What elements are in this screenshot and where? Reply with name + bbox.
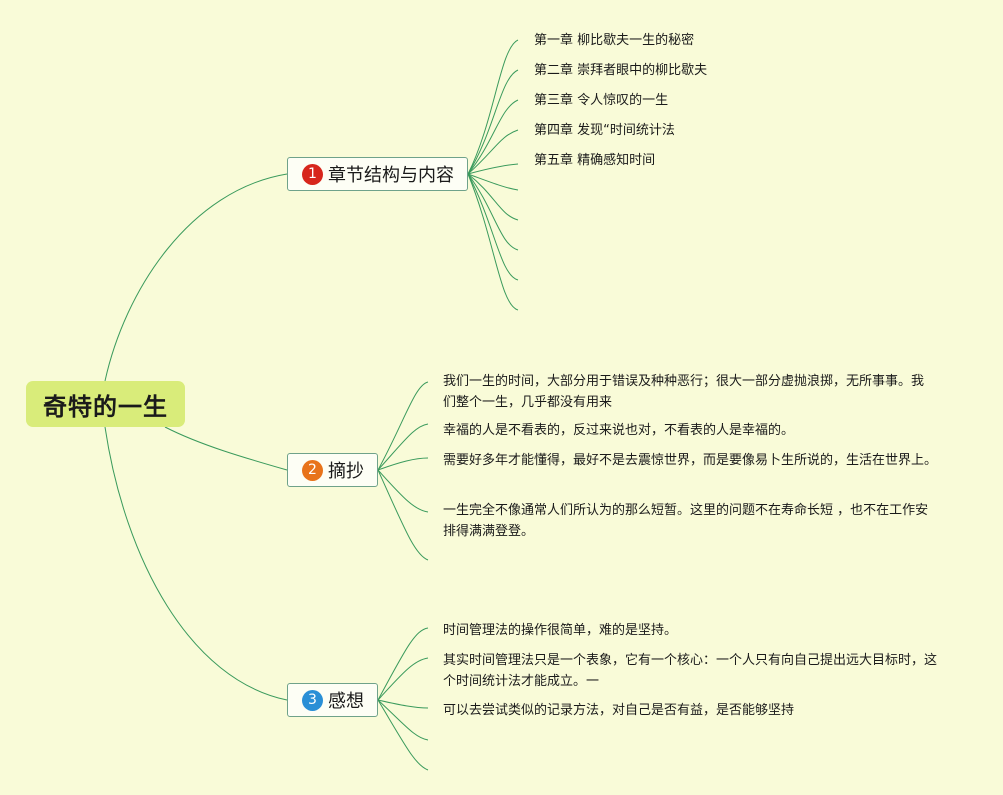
link-root-branch-1 <box>104 173 288 382</box>
link-b2-leaf-3 <box>377 457 429 471</box>
leaf-topic[interactable]: 幸福的人是不看表的，反过来说也对，不看表的人是幸福的。 <box>443 423 795 438</box>
link-b3-leaf-2 <box>377 657 429 701</box>
branch-topic-label: 感想 <box>328 691 364 712</box>
link-b2-leaf-1 <box>377 381 429 471</box>
link-b1-empty-3 <box>467 173 519 251</box>
link-b1-leaf-2 <box>467 69 519 175</box>
leaf-topic[interactable]: 第二章 崇拜者眼中的柳比歇夫 <box>534 63 708 78</box>
link-root-branch-3 <box>104 426 288 701</box>
leaf-topic[interactable]: 其实时间管理法只是一个表象，它有一个核心：一个人只有向自己提出远大目标时，这个时… <box>443 653 938 689</box>
link-b3-leaf-3 <box>377 699 429 709</box>
leaf-topic[interactable]: 第五章 精确感知时间 <box>534 153 656 168</box>
leaf-topic[interactable]: 时间管理法的操作很简单，难的是坚持。 <box>443 623 678 638</box>
root-topic[interactable]: 奇特的一生 <box>26 381 185 427</box>
leaf-topic[interactable]: 一生完全不像通常人们所认为的那么短暂。这里的问题不在寿命长短 ，也不在工作安排得… <box>443 503 929 539</box>
leaf-topic[interactable]: 我们一生的时间，大部分用于错误及种种恶行；很大一部分虚抛浪掷，无所事事。我们整个… <box>443 374 925 410</box>
link-b1-leaf-4 <box>467 129 519 175</box>
branch-topic-label: 章节结构与内容 <box>328 165 454 186</box>
number-badge-icon: 1 <box>302 163 323 185</box>
leaf-topic[interactable]: 第一章 柳比歇夫一生的秘密 <box>534 33 695 48</box>
link-b1-leaf-3 <box>467 99 519 175</box>
link-b2-leaf-2 <box>377 423 429 471</box>
leaf-topic[interactable]: 可以去尝试类似的记录方法，对自己是否有益，是否能够坚持 <box>443 703 795 718</box>
leaf-topic[interactable]: 需要好多年才能懂得，最好不是去震惊世界，而是要像易卜生所说的，生活在世界上。 <box>443 453 938 468</box>
link-b3-empty-1 <box>377 699 429 741</box>
link-b1-empty-2 <box>467 173 519 221</box>
link-b1-leaf-5 <box>467 163 519 175</box>
link-b1-leaf-1 <box>467 39 519 175</box>
number-badge-icon: 2 <box>302 459 323 481</box>
branch-topic-thoughts[interactable]: 3 感想 <box>287 683 378 717</box>
link-b2-leaf-4 <box>377 469 429 513</box>
link-b3-leaf-1 <box>377 627 429 701</box>
leaf-topic[interactable]: 第四章 发现“时间统计法 <box>534 123 675 138</box>
leaf-topic[interactable]: 第三章 令人惊叹的一生 <box>534 93 669 108</box>
link-b1-empty-5 <box>467 173 519 311</box>
number-badge-icon: 3 <box>302 689 323 711</box>
branch-topic-excerpts[interactable]: 2 摘抄 <box>287 453 378 487</box>
branch-topic-chapters[interactable]: 1 章节结构与内容 <box>287 157 468 191</box>
branch-topic-label: 摘抄 <box>328 461 364 482</box>
link-b2-empty-1 <box>377 469 429 561</box>
link-b3-empty-2 <box>377 699 429 771</box>
root-topic-label: 奇特的一生 <box>43 392 168 421</box>
link-b1-empty-4 <box>467 173 519 281</box>
link-root-branch-2 <box>164 426 288 471</box>
link-b1-empty-1 <box>467 173 519 191</box>
